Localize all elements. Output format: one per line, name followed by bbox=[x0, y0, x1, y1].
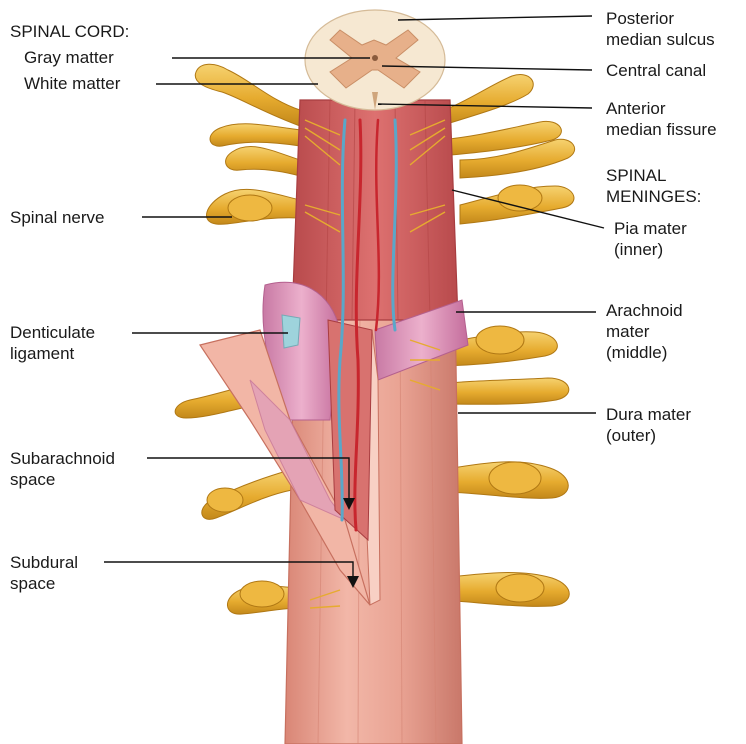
label-pia-mater: Pia mater (inner) bbox=[614, 218, 687, 260]
label-anterior-median-fissure: Anterior median fissure bbox=[606, 98, 717, 140]
label-spinal-cord-heading: SPINAL CORD: bbox=[10, 21, 129, 42]
label-posterior-median-sulcus: Posterior median sulcus bbox=[606, 8, 715, 50]
label-denticulate-ligament: Denticulate ligament bbox=[10, 322, 95, 364]
label-dura-mater: Dura mater (outer) bbox=[606, 404, 691, 446]
spinal-nerve-right-1 bbox=[440, 75, 533, 126]
denticulate-ligament bbox=[282, 315, 300, 348]
label-subdural-space: Subdural space bbox=[10, 552, 78, 594]
label-arachnoid-mater: Arachnoid mater (middle) bbox=[606, 300, 683, 363]
label-spinal-nerve: Spinal nerve bbox=[10, 207, 105, 228]
label-central-canal: Central canal bbox=[606, 60, 706, 81]
label-white-matter: White matter bbox=[24, 73, 120, 94]
spinal-nerve-left-1 bbox=[195, 64, 300, 126]
label-spinal-meninges-heading: SPINAL MENINGES: bbox=[606, 165, 701, 207]
spinal-nerve-left-2 bbox=[210, 124, 300, 146]
pia-mater-cord bbox=[292, 100, 458, 320]
central-canal bbox=[372, 55, 378, 61]
label-subarachnoid-space: Subarachnoid space bbox=[10, 448, 115, 490]
label-gray-matter: Gray matter bbox=[24, 47, 114, 68]
spinal-nerve-left-4 bbox=[226, 147, 300, 176]
